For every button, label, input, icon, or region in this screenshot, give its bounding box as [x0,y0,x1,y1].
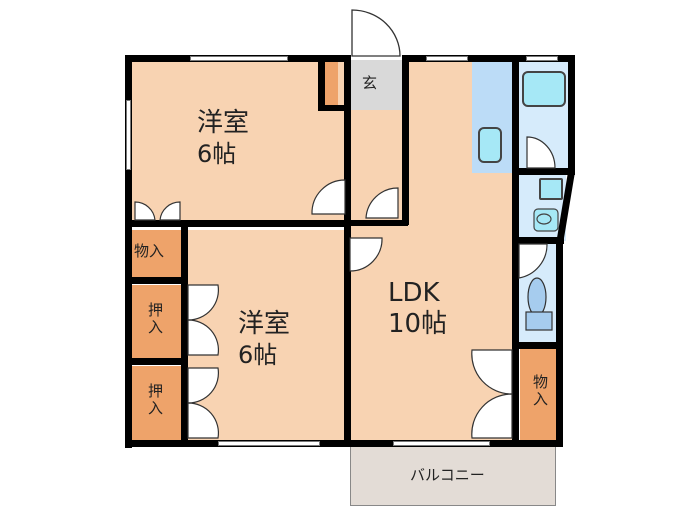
wall-wash-bottom [512,237,564,244]
wall-bath-bottom [512,168,575,175]
window-south-room [218,441,320,446]
wall-mid-horizontal [125,220,351,227]
wall-top-right [402,55,575,62]
bathtub-icon [522,71,566,107]
room-name-ldk: LDK [388,278,440,308]
window-ldk-balcony [393,441,490,446]
toilet-icon [525,277,553,331]
wall-closet-nub-bottom [318,105,348,111]
front-door-swing [351,9,401,57]
wall-toilet-bottom [512,342,563,349]
balcony-label: バルコニー [410,466,485,484]
entrance-floor [346,60,404,110]
window-west [126,100,131,170]
room-name-south: 洋室 [238,309,291,339]
room-size-south: 6帖 [238,341,278,369]
wall-closet-sep-2 [125,358,185,365]
room-size-north: 6帖 [197,140,237,168]
storage-east-label: 物入 [531,374,549,408]
room-name-north: 洋室 [197,108,250,138]
wall-closet-nub [318,55,325,110]
wall-center-vertical [344,55,351,447]
western-room-north [131,60,346,223]
window-north-room [190,56,288,61]
storage-east [520,348,556,440]
window-ldk-top [426,56,468,61]
wall-hall-right [402,55,409,225]
entrance-label: 玄 [362,74,378,92]
closet-1 [131,285,181,358]
kitchen-sink-icon [478,127,502,163]
wall-closet-sep-1 [125,277,185,284]
storage-north-label: 物入 [134,242,165,260]
room-size-ldk: 10帖 [388,309,448,339]
closet-2-label: 押入 [146,383,164,417]
wall-closet-right [181,220,188,447]
closet-2 [131,366,181,440]
storage-north [131,230,181,278]
wall-left [125,55,132,448]
washbasin-icon [539,178,563,200]
closet-1-label: 押入 [146,302,164,336]
wall-right-upper [568,55,575,175]
washroom-toilet-icon [533,208,559,232]
wall-hall-bottom [346,220,408,226]
wall-wet-left [512,55,519,447]
window-bath-top [526,56,558,61]
storage-north-small [324,60,338,108]
